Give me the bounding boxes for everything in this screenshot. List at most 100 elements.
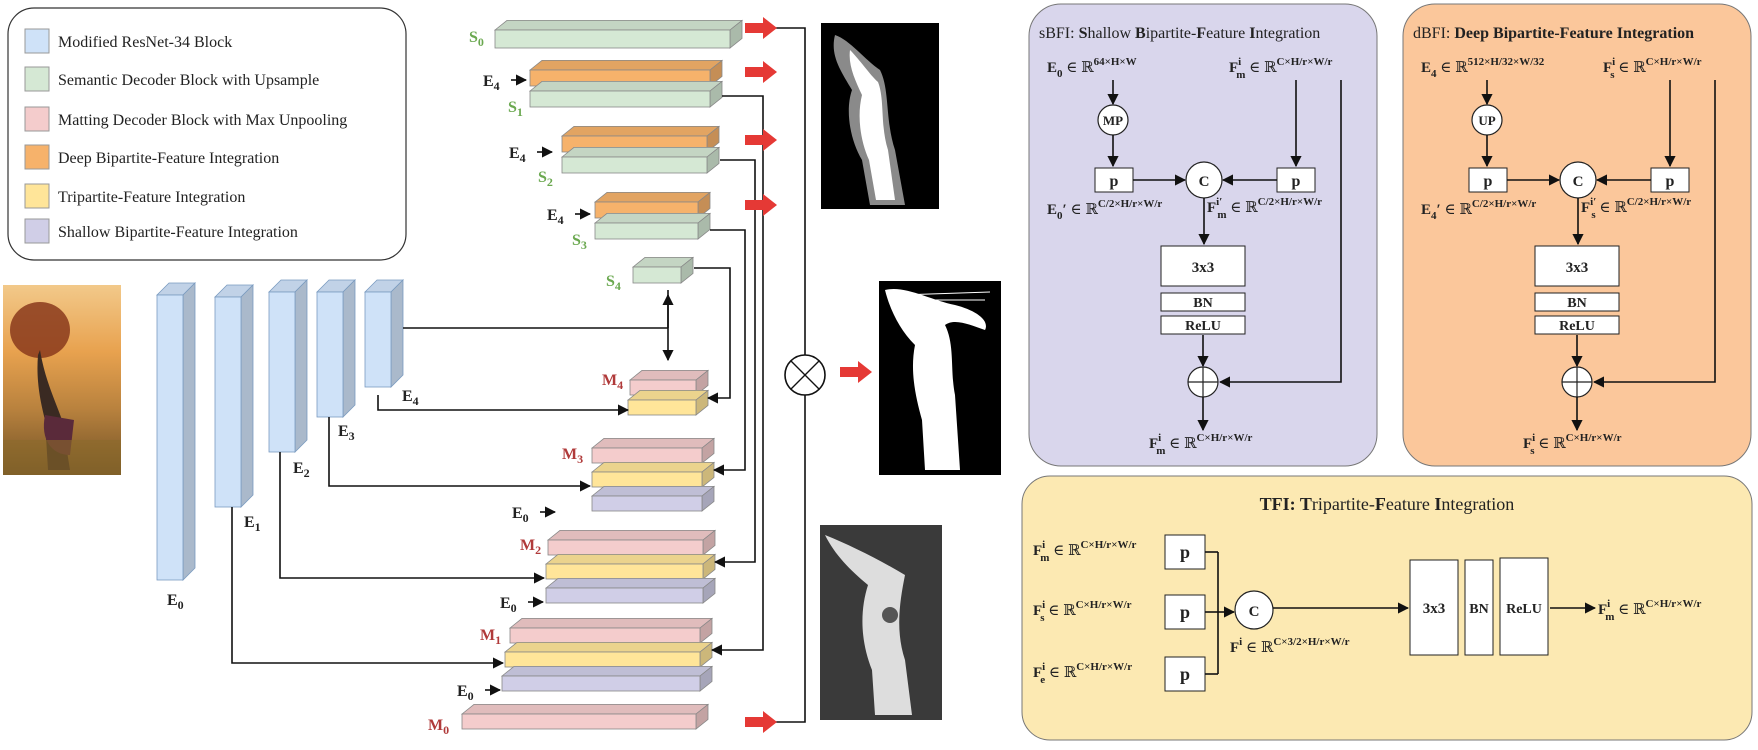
slab-top [528,81,724,92]
slab-side [182,282,196,581]
legend-label: Tripartite-Feature Integration [58,189,245,206]
alpha-matte-output-image [879,281,1001,475]
proj-label: p [1666,173,1675,190]
semantic-block-S2 [560,146,721,174]
encoder-block-E1 [214,284,254,508]
semantic-block-S4 [631,256,695,284]
encoder-block-E4 [364,279,404,388]
slab-front [461,713,697,730]
legend-label: Shallow Bipartite-Feature Integration [58,224,298,241]
slab-front [627,399,697,416]
tfi-proj-box [1164,594,1206,630]
tfi-proj-label: p [1180,542,1190,562]
semantic-output-image [821,23,939,209]
sbfi-module: sBFI: Shallow Bipartite-Feature Integrat… [1028,3,1378,467]
encoder-label: E4 [402,388,419,408]
encoder-label: E2 [293,460,310,480]
s3-to-m3 [710,229,746,476]
tfi-proj-label: p [1180,664,1190,684]
tfi-concat-node [1234,590,1274,630]
bn-box [1160,292,1246,312]
semantic-to-fuse-line [775,27,806,355]
slab-top [590,462,716,473]
slab-top [590,438,716,449]
encoder-label: E0 [167,592,184,612]
slab-side [240,284,254,508]
e0-skip-label: E0 [457,683,474,703]
tfi-relu-label: ReLU [1506,602,1542,617]
semantic-block-S1 [528,80,724,108]
legend-swatch [24,218,50,244]
sbfi-block [590,485,716,512]
matting-label: M2 [520,537,541,557]
slab-top [590,486,716,497]
semantic-label: S4 [606,273,621,293]
right-out-label: Fi′s ∈ ℝC/2×H/r×W/r [1581,196,1691,221]
fuse-cross [790,360,820,390]
tfi-proj-box [1164,656,1206,692]
encoder-label: E1 [244,514,261,534]
conv-label: 3x3 [1192,260,1215,276]
red-arrow [745,711,777,733]
slab-front [529,90,711,108]
conv-box [1534,245,1620,287]
concat-label: C [1573,174,1584,190]
slab-top [628,370,710,381]
slab-front [214,296,242,508]
red-arrow [840,361,872,383]
slab-side [294,279,308,453]
slab-top [546,530,717,541]
tfi-mid-label: Fi ∈ ℝC×3/2×H/r×W/r [1230,636,1350,656]
semantic-label: S3 [572,232,587,252]
matting-label: M0 [428,717,449,737]
slab-top [500,666,714,677]
legend-label: Deep Bipartite-Feature Integration [58,150,279,167]
e0-skip-label: E0 [512,505,529,525]
proj-box-left [1468,167,1508,193]
proj-label: p [1110,173,1119,190]
semantic-label: S0 [469,29,484,49]
red-arrow [745,17,777,39]
legend-swatch [24,183,50,209]
proj-box-right [1650,167,1690,193]
semantic-label: S1 [508,99,523,119]
slab-front [545,587,704,604]
e0-skip-label: E0 [500,595,517,615]
slab-top [503,642,714,653]
encoder-label: E3 [338,423,355,443]
dbfi-module: dBFI: Deep Bipartite-Feature Integration… [1402,3,1752,467]
slab-front [501,675,701,692]
matting-label: M4 [602,372,623,392]
semantic-label: S2 [538,169,553,189]
matting-label: M1 [480,627,501,647]
legend-label: Semantic Decoder Block with Upsample [58,72,319,89]
encoder: E0 E1 E2 E3 E4 [156,279,419,612]
tfi-block [590,461,716,488]
slab-top [460,704,710,715]
sbfi-title: sBFI: Shallow Bipartite-Feature Integrat… [1039,25,1320,42]
slab-front [509,627,701,644]
slab-front [494,29,731,49]
input-left-label: E4 ∈ ℝ512×H/32×W/32 [1421,56,1545,80]
op-label: MP [1103,113,1123,128]
e4-skip-label: E4 [547,207,564,227]
tfi-block [503,641,714,668]
slab-front [561,156,708,174]
relu-label: ReLU [1559,319,1595,334]
e1-skip-line [231,507,505,669]
s2-to-m2 [713,159,756,568]
matting-block-M0 [460,703,710,730]
tfi-proj-label: p [1180,602,1190,622]
red-arrow [745,194,777,216]
matting-block-M3 [590,437,716,464]
s4-to-m4 [694,267,731,404]
slab-top [493,20,744,31]
slab-front [591,471,703,488]
bn-label: BN [1193,296,1212,311]
